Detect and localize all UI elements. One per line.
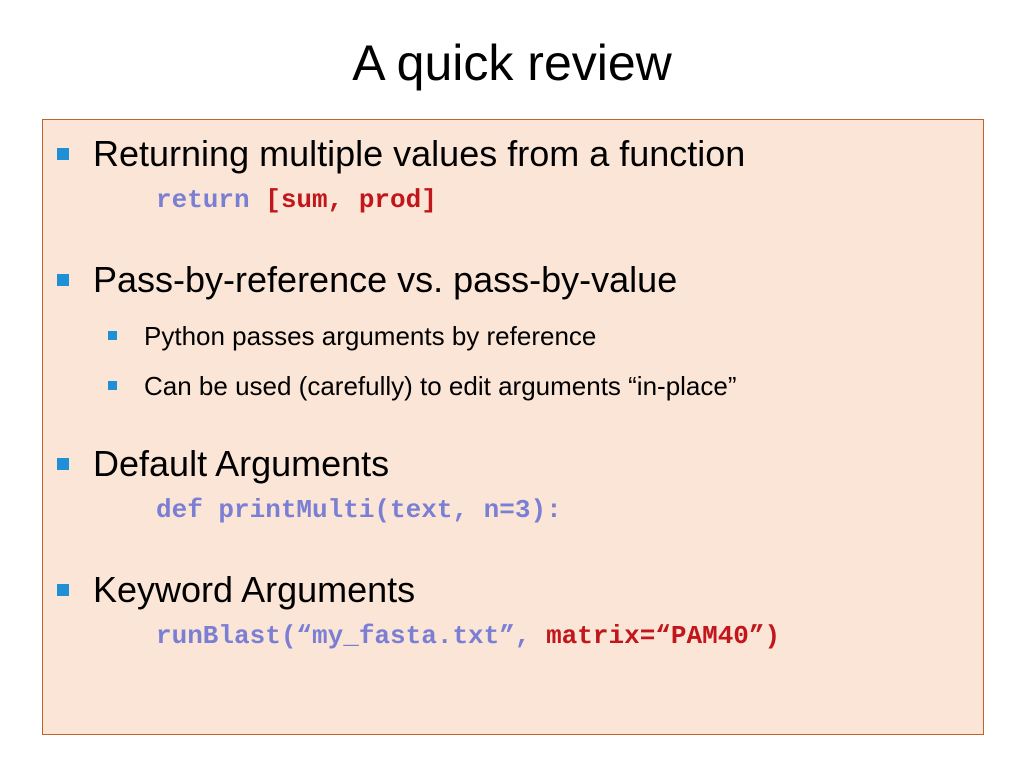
bullet-text: Default Arguments xyxy=(93,443,390,484)
bullet-square-icon xyxy=(108,381,117,390)
code-keyword: def printMulti(text, n=3): xyxy=(156,495,562,525)
content-box: Returning multiple values from a functio… xyxy=(42,119,984,735)
bullet-text: Keyword Arguments xyxy=(93,569,416,610)
sub-bullet-text: Python passes arguments by reference xyxy=(144,321,597,351)
code-keyword: runBlast(“my_fasta.txt”, xyxy=(156,621,547,651)
bullet-text: Pass-by-reference vs. pass-by-value xyxy=(93,259,678,300)
code-keyword: return xyxy=(156,185,266,215)
code-snippet-runblast: runBlast(“my_fasta.txt”, matrix=“PAM40”) xyxy=(156,620,780,652)
bullet-square-icon xyxy=(57,148,69,160)
bullet-square-icon xyxy=(57,274,69,286)
bullet-text: Returning multiple values from a functio… xyxy=(93,133,746,174)
slide-title: A quick review xyxy=(352,35,672,91)
bullet-square-icon xyxy=(57,584,69,596)
code-snippet-def: def printMulti(text, n=3): xyxy=(156,494,562,526)
code-snippet-return: return [sum, prod] xyxy=(156,184,437,216)
sub-bullet-text: Can be used (carefully) to edit argument… xyxy=(144,371,737,401)
code-highlight: [sum, prod] xyxy=(265,185,437,215)
bullet-square-icon xyxy=(108,331,117,340)
code-highlight: matrix=“PAM40”) xyxy=(546,621,781,651)
bullet-square-icon xyxy=(57,458,69,470)
